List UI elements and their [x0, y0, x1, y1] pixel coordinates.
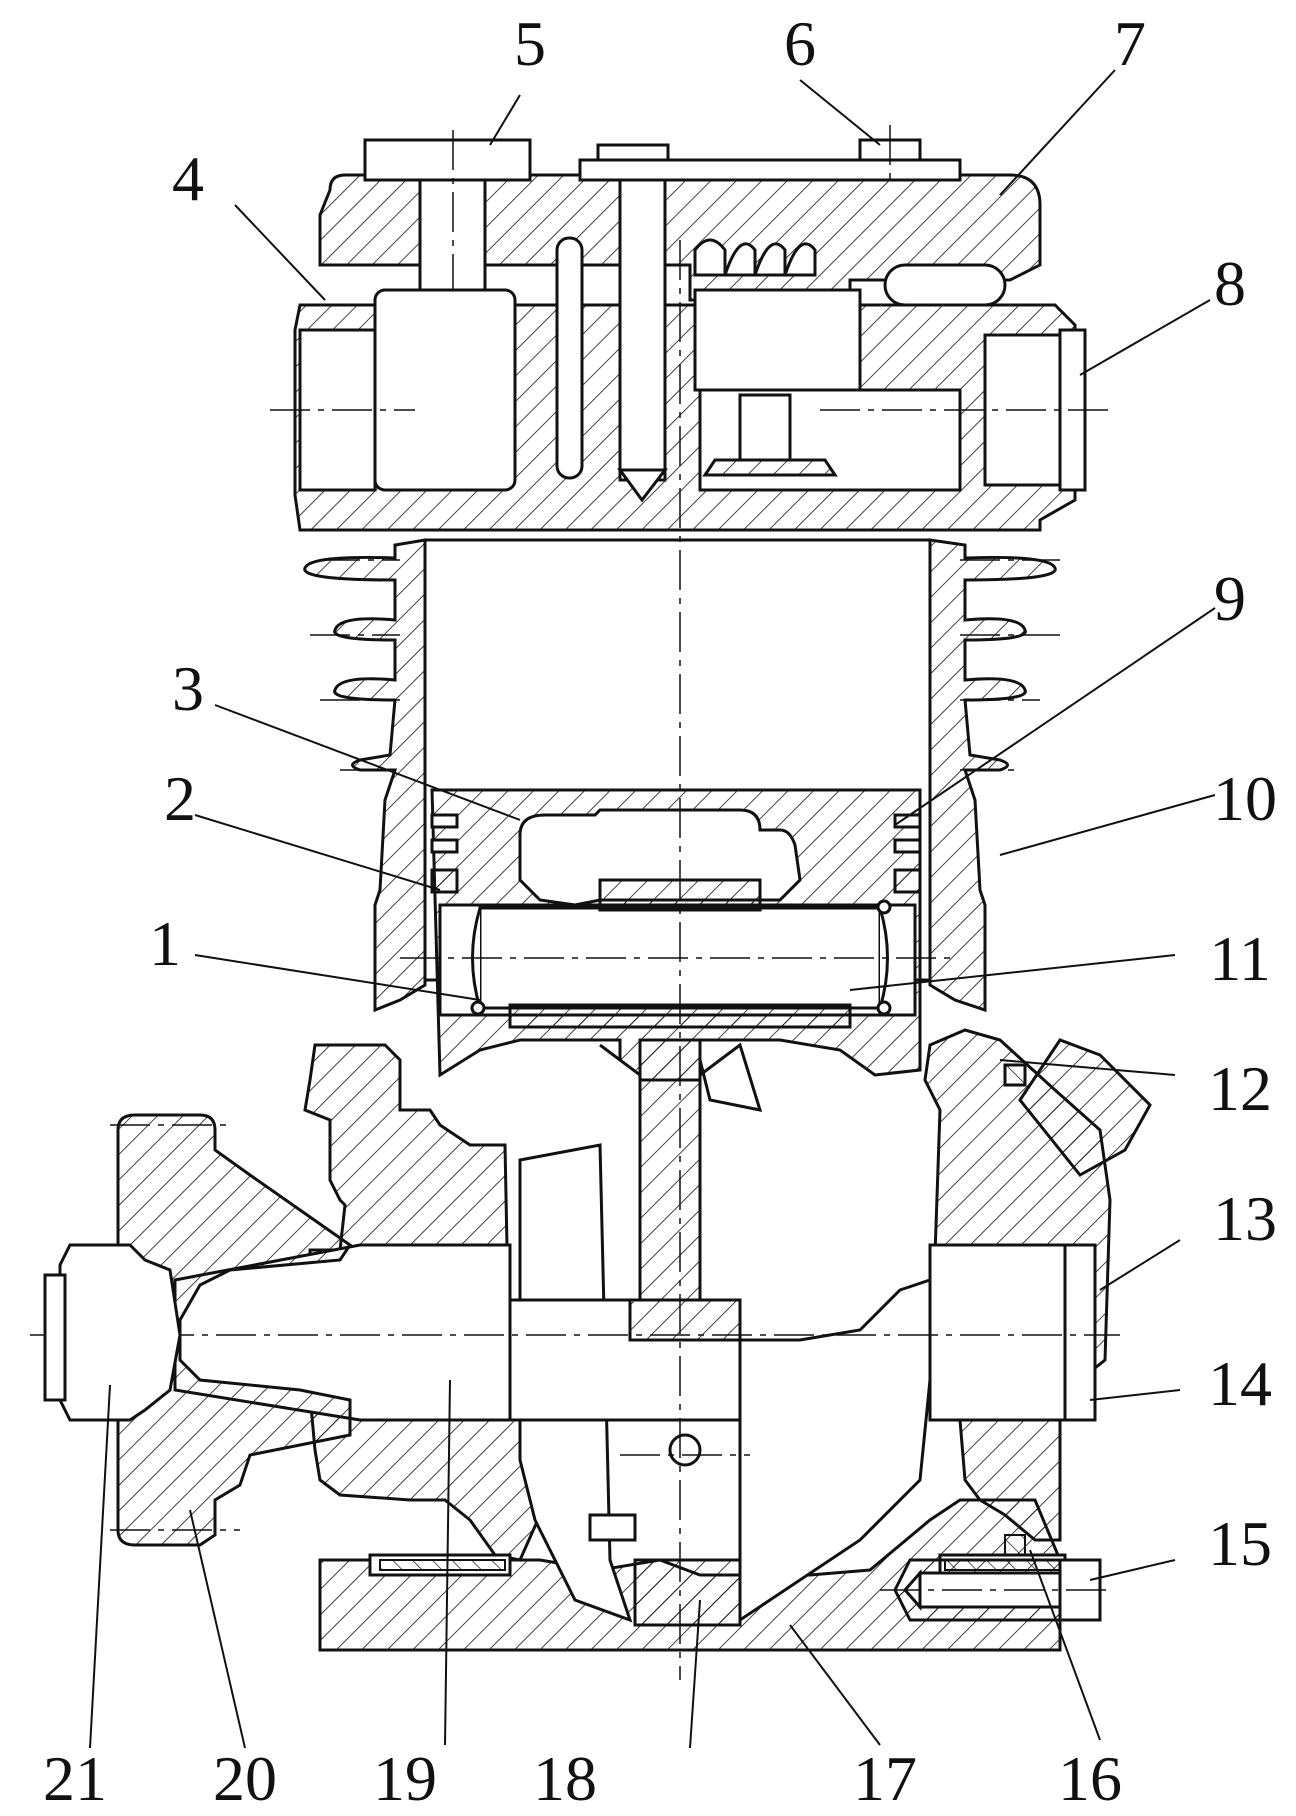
crankshaft: [30, 240, 1120, 1680]
callout-17: 17: [853, 1743, 917, 1814]
drive-flange: [43, 1113, 353, 1547]
callout-18: 18: [533, 1743, 597, 1814]
callout-19: 19: [373, 1743, 437, 1814]
callout-21: 21: [43, 1743, 107, 1814]
leader-lines: [89, 69, 1216, 1749]
callout-16: 16: [1058, 1743, 1122, 1814]
callout-10: 10: [1213, 763, 1277, 834]
callout-labels: 1 2 3 4 5 6 7 8 9 10 11 12 13 14 15 16 1…: [43, 8, 1277, 1814]
callout-7: 7: [1114, 8, 1146, 79]
callout-6: 6: [784, 8, 816, 79]
callout-2: 2: [164, 763, 196, 834]
callout-4: 4: [172, 143, 204, 214]
callout-3: 3: [172, 653, 204, 724]
callout-12: 12: [1208, 1053, 1272, 1124]
callout-1: 1: [149, 908, 181, 979]
callout-14: 14: [1208, 1348, 1272, 1419]
callout-9: 9: [1214, 563, 1246, 634]
callout-13: 13: [1213, 1183, 1277, 1254]
piston: [400, 788, 950, 1082]
callout-11: 11: [1209, 923, 1271, 994]
bolt-15: [880, 1558, 1110, 1622]
callout-20: 20: [213, 1743, 277, 1814]
callout-15: 15: [1208, 1508, 1272, 1579]
callout-5: 5: [514, 8, 546, 79]
cylinder-head: [270, 125, 1110, 532]
callout-8: 8: [1214, 248, 1246, 319]
